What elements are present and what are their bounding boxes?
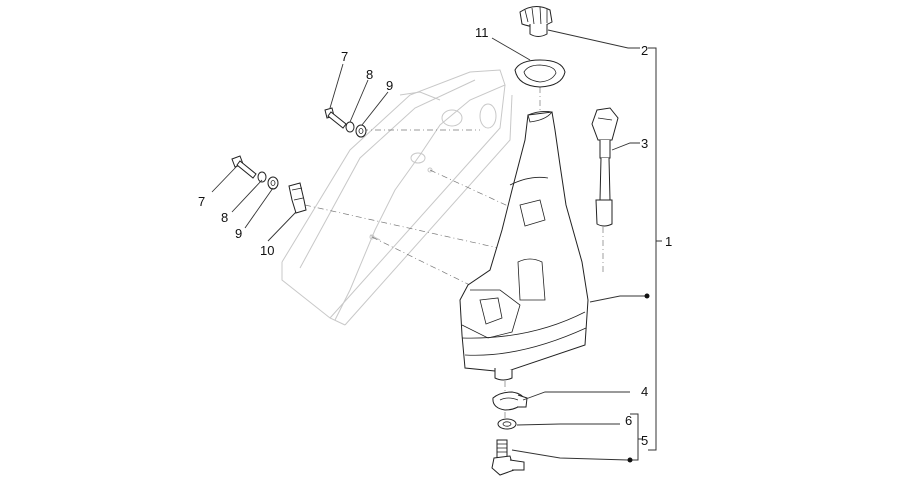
dot-tap	[627, 457, 633, 463]
upper-fasteners	[324, 107, 367, 138]
dot-tank	[644, 293, 650, 299]
vehicle-frame	[281, 69, 513, 326]
level-sensor	[591, 107, 619, 227]
callout-2: 2	[641, 43, 648, 58]
filler-cap	[519, 6, 553, 37]
fuel-tap	[491, 439, 525, 476]
callout-3: 3	[641, 136, 648, 151]
callout-1: 1	[665, 234, 672, 249]
callout-9-upper: 9	[386, 78, 393, 93]
hose-clamp	[492, 391, 528, 411]
leader-lines	[211, 29, 646, 461]
fuel-tank	[459, 111, 589, 381]
washer-6	[497, 418, 517, 430]
reference-dots	[627, 293, 650, 463]
callout-10: 10	[260, 243, 274, 258]
callout-7-upper: 7	[341, 49, 348, 64]
callout-8-upper: 8	[366, 67, 373, 82]
tank-gasket	[514, 59, 566, 88]
group-brackets	[630, 47, 662, 461]
callout-8-lower: 8	[221, 210, 228, 225]
callout-labels: 11 2 3 1 4 6 5 7 8 9 7 8 9 10	[198, 25, 672, 448]
callout-6: 6	[625, 413, 632, 428]
callout-9-lower: 9	[235, 226, 242, 241]
callout-11: 11	[475, 25, 489, 40]
callout-5: 5	[641, 433, 648, 448]
callout-4: 4	[641, 384, 648, 399]
lower-fasteners	[231, 155, 307, 214]
callout-7-lower: 7	[198, 194, 205, 209]
